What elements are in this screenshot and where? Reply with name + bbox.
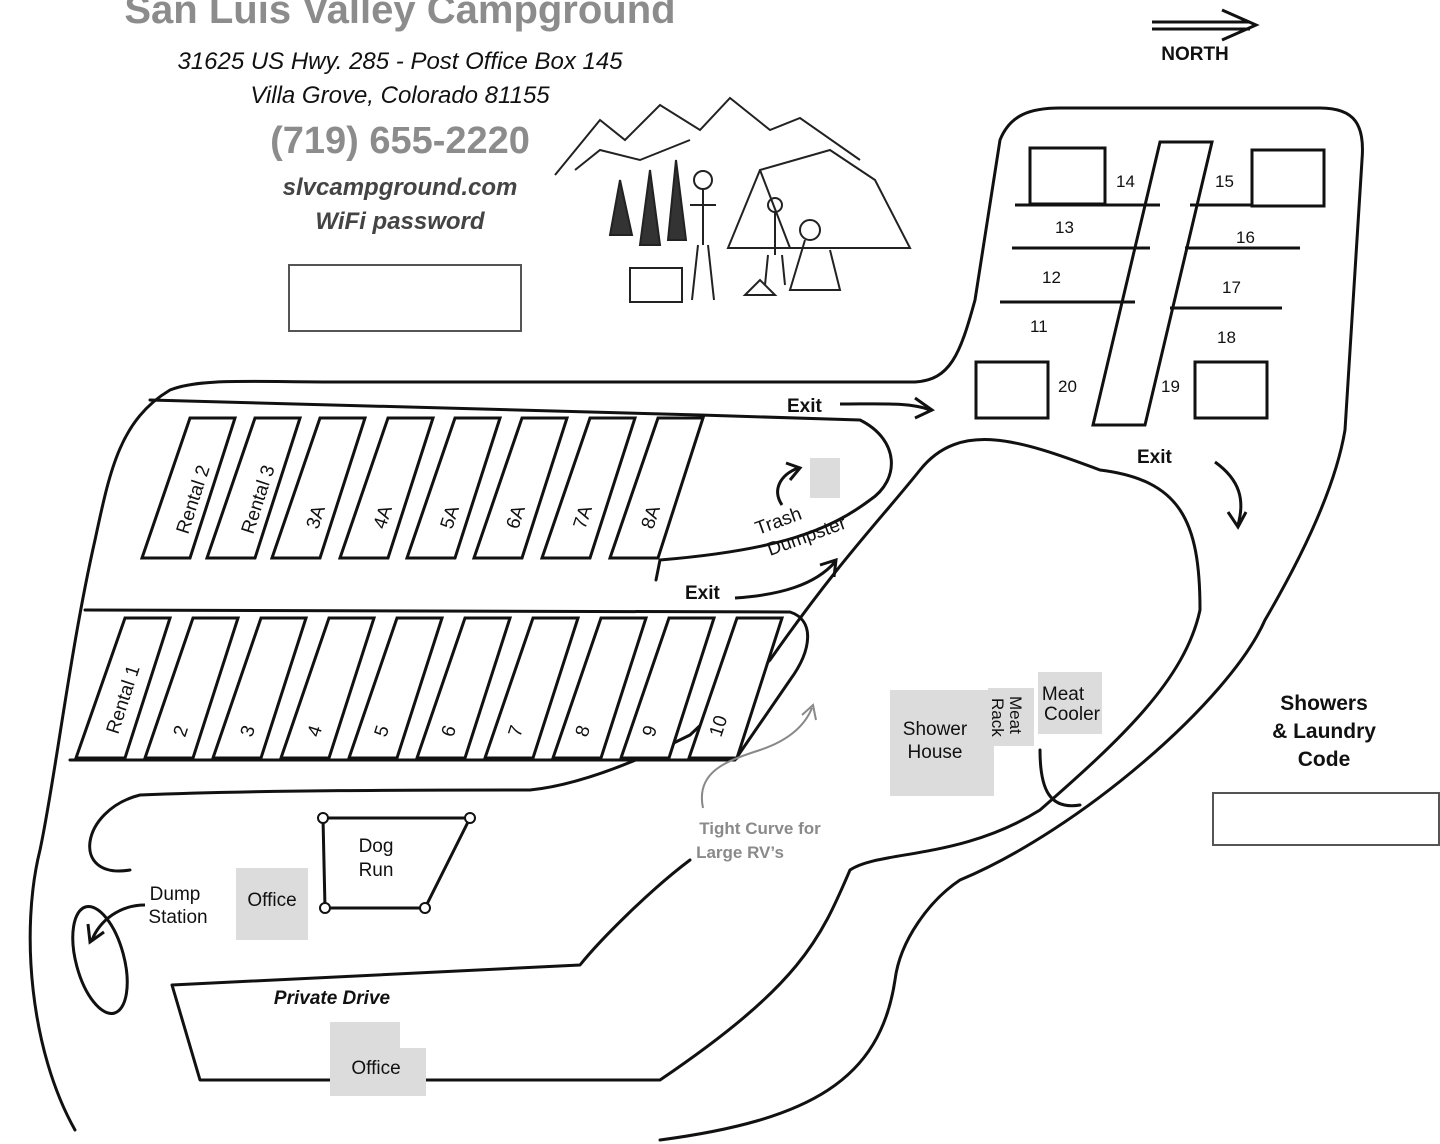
site-label: 14 <box>1116 172 1135 191</box>
showers-code-box <box>1212 792 1440 846</box>
address-line-2: Villa Grove, Colorado 81155 <box>250 82 550 109</box>
meat-rack-label-2: Rack <box>988 698 1007 737</box>
shower-label-2: House <box>908 742 963 763</box>
meat-rack-building <box>988 688 1034 746</box>
site-label: 13 <box>1055 218 1074 237</box>
dump-label-2: Station <box>148 907 207 928</box>
exit-label-lower: Exit <box>685 583 721 604</box>
site-label: 15 <box>1215 172 1234 191</box>
website: slvcampground.com <box>282 174 518 201</box>
north-site-labels: 14 13 12 11 20 15 16 17 18 19 <box>1030 172 1255 396</box>
upper-parking-loop <box>148 398 893 582</box>
lower-site-row <box>73 616 785 760</box>
inner-loop <box>88 438 1202 1082</box>
site-label: 17 <box>1222 278 1241 297</box>
lower-parking-edge <box>68 608 810 762</box>
meat-cooler-label-2: Cooler <box>1044 704 1101 725</box>
campground-title: San Luis Valley Campground <box>124 0 676 32</box>
office-label-1: Office <box>247 890 296 911</box>
site-label: 16 <box>1236 228 1255 247</box>
cooler-path <box>1038 748 1082 808</box>
exit-arrow-icon <box>734 557 838 600</box>
office-label-2: Office <box>351 1058 400 1079</box>
tight-curve-arrow-icon <box>700 703 817 809</box>
site-label: 12 <box>1042 268 1061 287</box>
north-label: NORTH <box>1161 44 1229 65</box>
meat-rack-label-1: Meat <box>1006 696 1025 734</box>
dog-run-label-2: Run <box>359 860 394 881</box>
main-loop-outer <box>28 106 1364 1142</box>
north-arrow-icon <box>1152 8 1260 42</box>
tight-curve-label-1: Tight Curve for <box>699 819 821 838</box>
site-label: 18 <box>1217 328 1236 347</box>
exit-label-upper: Exit <box>787 396 823 417</box>
dump-label-1: Dump <box>150 884 201 905</box>
center-driveway <box>1091 140 1214 427</box>
office-building-2 <box>330 1022 426 1096</box>
office-building-1 <box>236 868 308 940</box>
shower-house-building <box>890 690 994 796</box>
showers-code-label-2: & Laundry <box>1272 720 1376 743</box>
site-label: 20 <box>1058 377 1077 396</box>
exit-label-north: Exit <box>1137 447 1173 468</box>
dog-run-fence <box>321 816 473 910</box>
wifi-label: WiFi password <box>315 208 485 235</box>
upper-site-row <box>139 416 706 560</box>
address-line-1: 31625 US Hwy. 285 - Post Office Box 145 <box>177 48 623 75</box>
north-section <box>974 140 1326 427</box>
exit-arrow-icon <box>1214 460 1248 530</box>
phone-number: (719) 655-2220 <box>270 120 530 162</box>
site-label: 11 <box>1030 317 1048 336</box>
dump-arrow-icon <box>86 903 146 945</box>
wifi-password-box <box>288 264 522 332</box>
camping-scene-illustration <box>554 96 912 303</box>
dump-station-loop <box>71 905 129 1015</box>
tight-curve-label-2: Large RV’s <box>696 843 784 862</box>
dog-run-label-1: Dog <box>359 836 394 857</box>
private-drive-label: Private Drive <box>274 988 391 1009</box>
dumpster-marker <box>810 458 840 498</box>
showers-code-label-3: Code <box>1298 748 1351 771</box>
shower-label-1: Shower <box>903 719 968 740</box>
site-label: 19 <box>1161 377 1180 396</box>
meat-cooler-building <box>1038 672 1102 734</box>
meat-cooler-label-1: Meat <box>1042 684 1085 705</box>
exit-arrow-icon <box>839 396 935 420</box>
trash-arrow-icon <box>776 461 803 506</box>
showers-code-label-1: Showers <box>1280 692 1368 715</box>
